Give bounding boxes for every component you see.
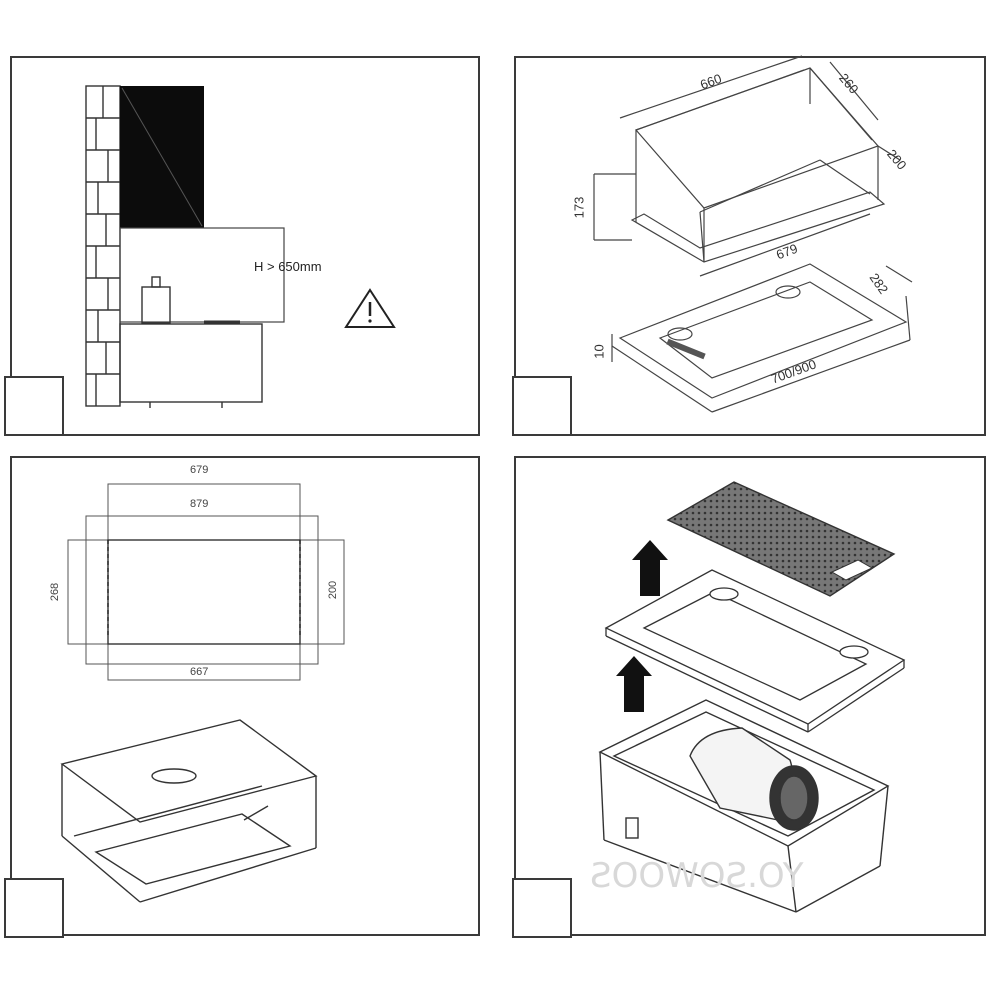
dim-right-height: 200 (327, 580, 340, 600)
panel-cutout-plan (10, 456, 480, 936)
dim-height: 173 (571, 196, 587, 219)
panel-installation-height (10, 56, 480, 436)
panel-tag-2 (512, 376, 572, 436)
dim-outer-width: 679 (190, 464, 209, 476)
dim-bottom-width: 667 (190, 666, 209, 678)
dim-inner-width: 879 (190, 498, 209, 510)
panel-tag-1 (4, 376, 64, 436)
dim-left-height: 268 (49, 582, 62, 602)
panel-tag-4 (512, 878, 572, 938)
dim-panel-thickness: 10 (591, 344, 607, 359)
height-label: H > 650mm (254, 259, 322, 274)
watermark: ƧOOWOƧ.OY (590, 856, 804, 896)
panel-dimensions-3d (514, 56, 986, 436)
panel-tag-3 (4, 878, 64, 938)
